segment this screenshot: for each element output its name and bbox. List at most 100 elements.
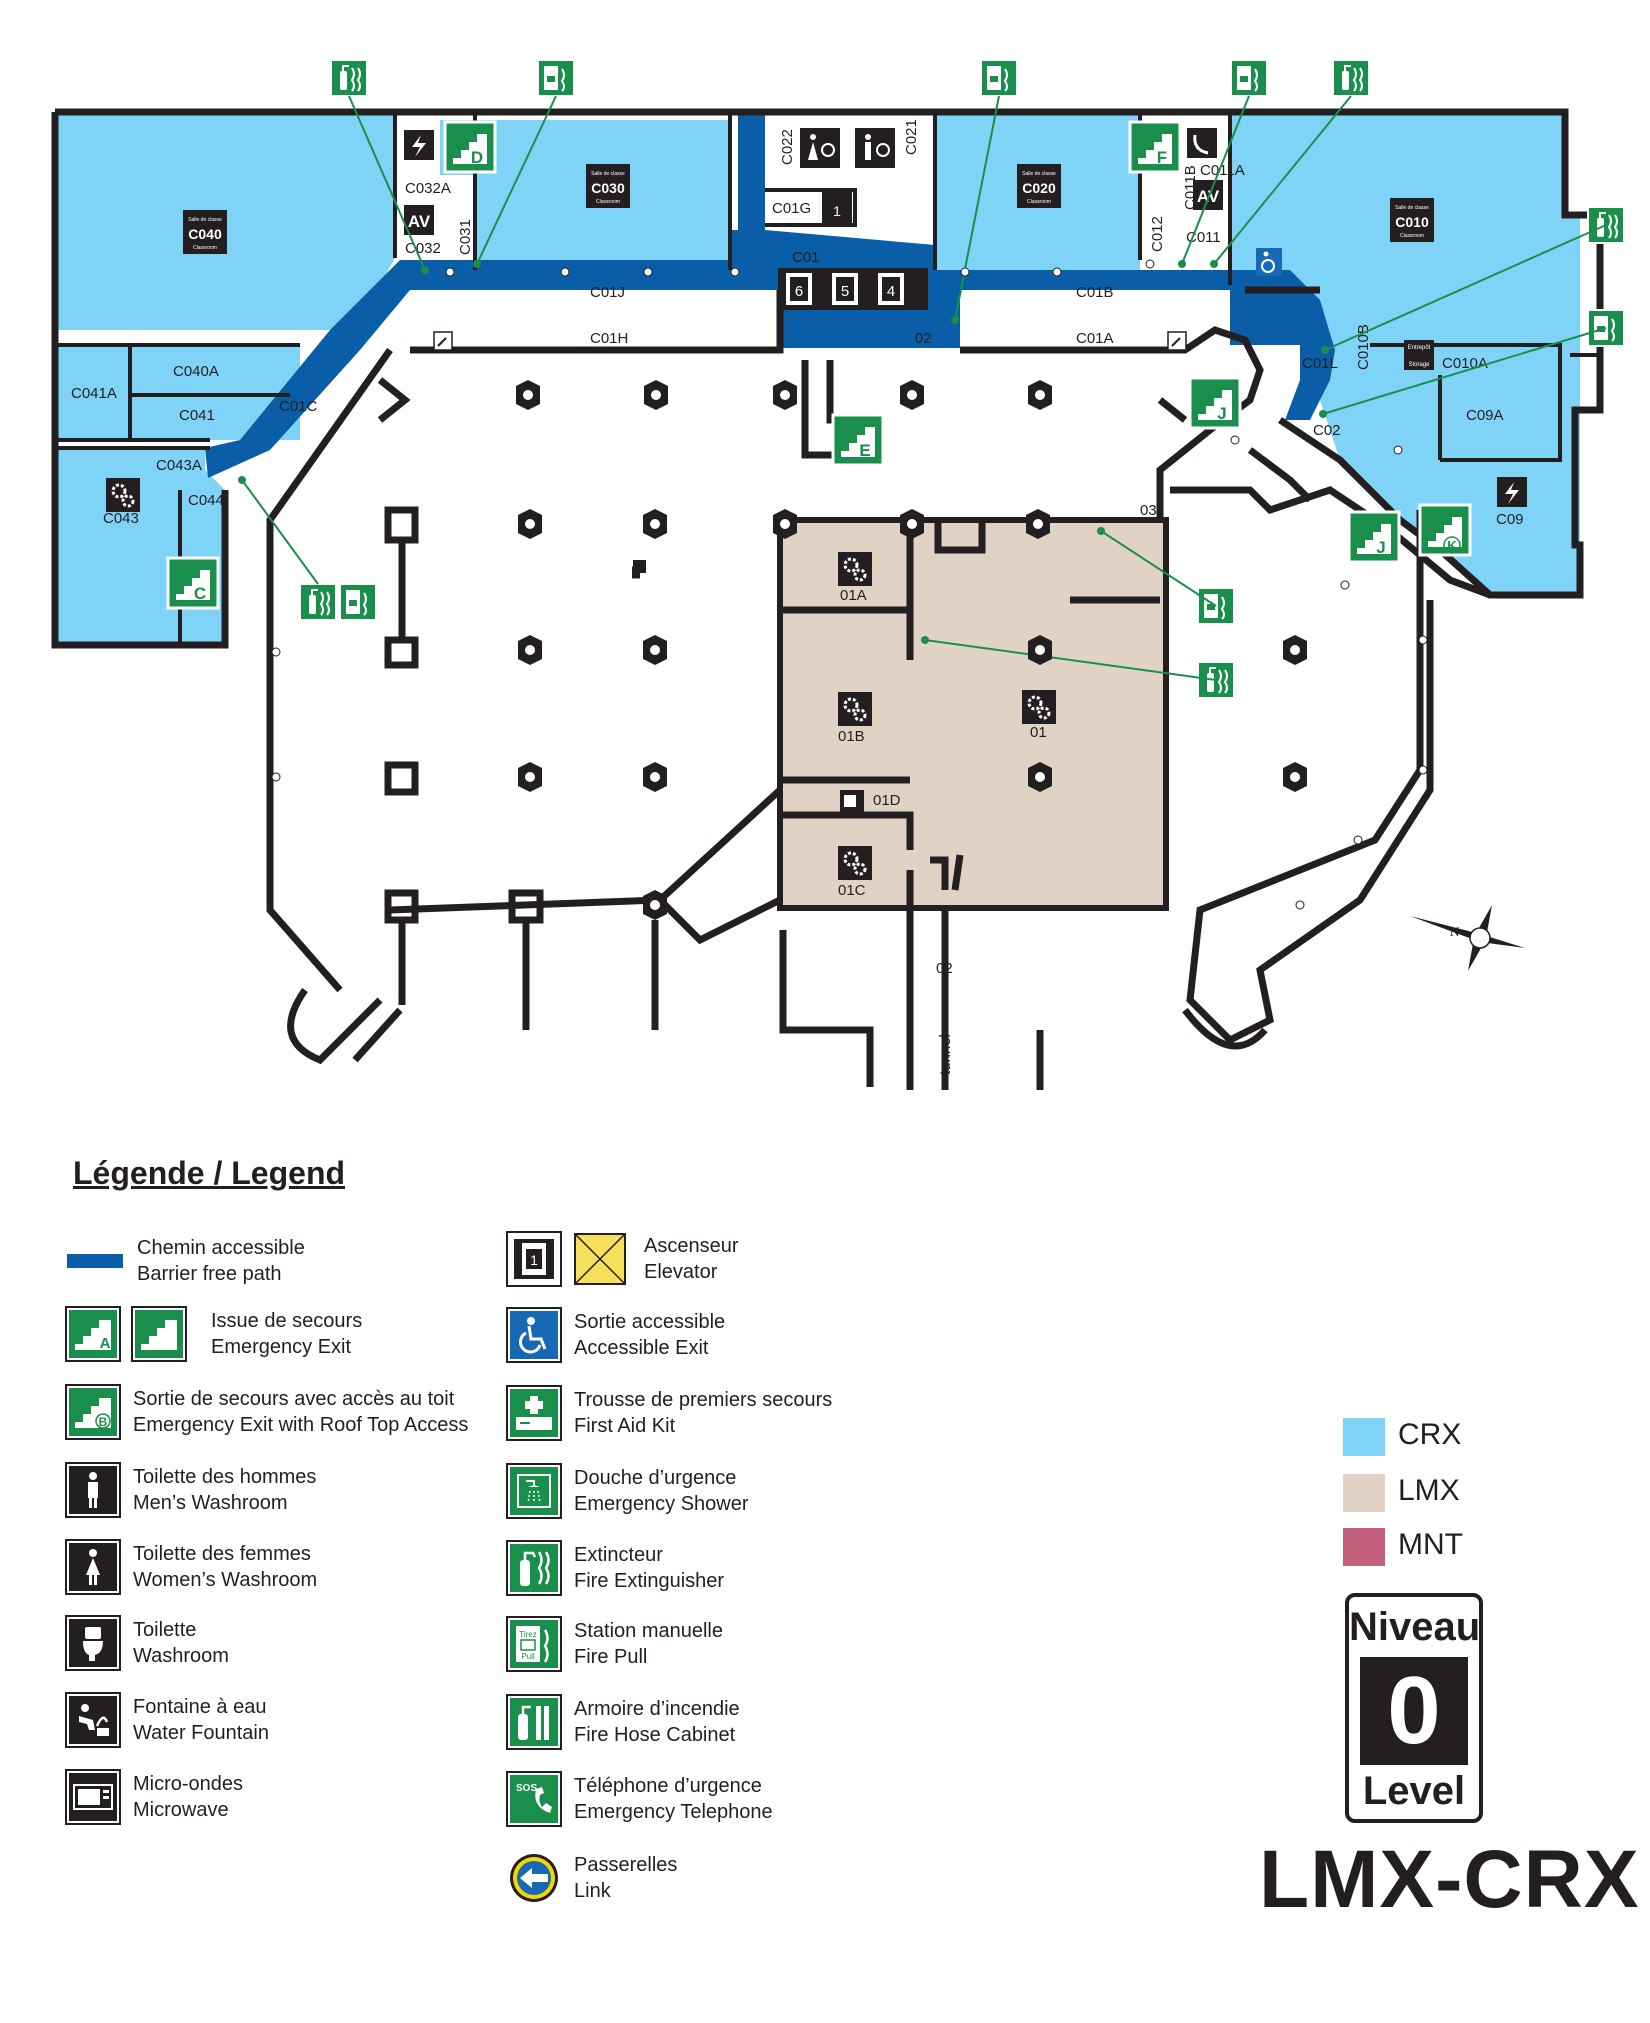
svg-text:C: C bbox=[194, 584, 206, 603]
svg-text:C030: C030 bbox=[591, 180, 625, 196]
svg-text:Salle de classe: Salle de classe bbox=[1022, 171, 1056, 177]
room-label: 01 bbox=[1030, 724, 1047, 741]
elevator-6: 6 bbox=[786, 273, 812, 305]
leader-line-ends bbox=[238, 260, 1329, 644]
mechanical-room-icon bbox=[836, 690, 874, 728]
zone-swatch-mnt bbox=[1343, 1528, 1385, 1566]
svg-text:A: A bbox=[100, 1335, 111, 1352]
emergency-exit-j: J bbox=[1188, 376, 1242, 430]
womens-washroom-icon bbox=[67, 1541, 119, 1593]
fire-hose-cabinet-icon bbox=[1332, 59, 1370, 97]
av-room-icon: AV bbox=[1193, 180, 1223, 210]
leader-lines bbox=[241, 95, 1607, 681]
svg-text:Entrepôt: Entrepôt bbox=[1408, 345, 1431, 351]
compass-rose: N bbox=[1410, 905, 1525, 971]
elevator-c01g: 1 bbox=[822, 192, 852, 224]
accessible-exit-icon bbox=[508, 1309, 560, 1361]
column bbox=[633, 560, 646, 573]
classroom-c020: Salle de classe C020 Classroom bbox=[1017, 164, 1061, 208]
svg-text:Classroom: Classroom bbox=[1027, 199, 1051, 205]
svg-text:C020: C020 bbox=[1022, 180, 1056, 196]
room-label: C043A bbox=[156, 457, 202, 474]
fire-hose-cabinet-icon bbox=[508, 1696, 560, 1748]
room-label: 01A bbox=[840, 587, 867, 604]
level-badge: Niveau 0 Level bbox=[1345, 1593, 1483, 1823]
zone-swatch-lmx bbox=[1343, 1474, 1385, 1512]
fire-hose-cabinet-icon bbox=[330, 59, 368, 97]
room-label: 02 bbox=[915, 330, 932, 347]
room-label: C01L bbox=[1302, 355, 1338, 372]
elevator-plan-symbol bbox=[574, 1233, 626, 1285]
mechanical-room-icon bbox=[836, 844, 874, 882]
fire-pull-icon bbox=[980, 59, 1018, 97]
svg-text:J: J bbox=[1376, 538, 1385, 557]
svg-text:Classroom: Classroom bbox=[193, 245, 217, 251]
svg-text:Salle de classe: Salle de classe bbox=[1395, 205, 1429, 211]
mechanical-room-icon bbox=[104, 476, 142, 514]
toilet-icon bbox=[67, 1617, 119, 1669]
emergency-exit-icon: A bbox=[67, 1308, 119, 1360]
svg-text:C010: C010 bbox=[1395, 214, 1429, 230]
svg-text:AV: AV bbox=[408, 212, 431, 231]
room-label: 01D bbox=[873, 792, 901, 809]
mens-washroom-icon bbox=[855, 128, 895, 168]
svg-text:J: J bbox=[1217, 404, 1226, 423]
emergency-shower-icon bbox=[508, 1465, 560, 1517]
storage-room: Entrepôt Storage bbox=[1404, 340, 1434, 370]
room-label: 01B bbox=[838, 728, 865, 745]
room-label: C011A bbox=[1200, 162, 1245, 179]
water-fountain-icon bbox=[1167, 331, 1187, 351]
room-label: C022 bbox=[779, 129, 796, 165]
svg-text:5: 5 bbox=[841, 283, 849, 300]
level-top-label: Niveau bbox=[1349, 1605, 1481, 1649]
level-number: 0 bbox=[1360, 1657, 1468, 1765]
fire-extinguisher-icon bbox=[508, 1542, 560, 1594]
room-label: C031 bbox=[457, 219, 474, 255]
classroom-c040: Salle de classe C040 Classroom bbox=[183, 210, 227, 254]
emergency-exit-f: F bbox=[1128, 120, 1182, 174]
room-label: C01J bbox=[590, 284, 625, 301]
svg-text:Classroom: Classroom bbox=[1400, 233, 1424, 239]
roof-exit-icon: B bbox=[67, 1386, 119, 1438]
water-fountain-icon bbox=[433, 331, 453, 351]
barrier-free-path-swatch bbox=[67, 1254, 123, 1268]
emergency-exit-k: K bbox=[1418, 503, 1472, 557]
zone-swatch-crx bbox=[1343, 1418, 1385, 1456]
svg-text:F: F bbox=[1157, 148, 1167, 167]
svg-text:N: N bbox=[1450, 924, 1460, 939]
svg-text:E: E bbox=[859, 441, 870, 460]
emergency-telephone-icon bbox=[1187, 128, 1217, 158]
svg-text:SOS: SOS bbox=[516, 1783, 537, 1794]
first-aid-kit-icon bbox=[508, 1387, 560, 1439]
emergency-telephone-icon: SOS bbox=[508, 1773, 560, 1825]
room-label: C012 bbox=[1149, 216, 1166, 252]
room-label: C01G bbox=[772, 200, 811, 217]
svg-text:1: 1 bbox=[530, 1252, 538, 1268]
room-label: C032A bbox=[405, 180, 451, 197]
legend-title: Légende / Legend bbox=[73, 1155, 346, 1191]
room-label: 01C bbox=[838, 882, 866, 899]
classroom-c010: Salle de classe C010 Classroom bbox=[1390, 198, 1434, 242]
svg-text:C040: C040 bbox=[188, 226, 222, 242]
womens-washroom-icon bbox=[800, 128, 840, 168]
emergency-exit-d: D bbox=[443, 120, 497, 174]
room-label: C01B bbox=[1076, 284, 1114, 301]
emergency-exit-e: E bbox=[831, 413, 885, 467]
microwave-icon bbox=[67, 1771, 119, 1823]
room-label: C040A bbox=[173, 363, 219, 380]
water-fountain-icon bbox=[67, 1694, 119, 1746]
svg-text:K: K bbox=[1447, 538, 1457, 553]
mechanical-room-icon bbox=[1020, 688, 1058, 726]
